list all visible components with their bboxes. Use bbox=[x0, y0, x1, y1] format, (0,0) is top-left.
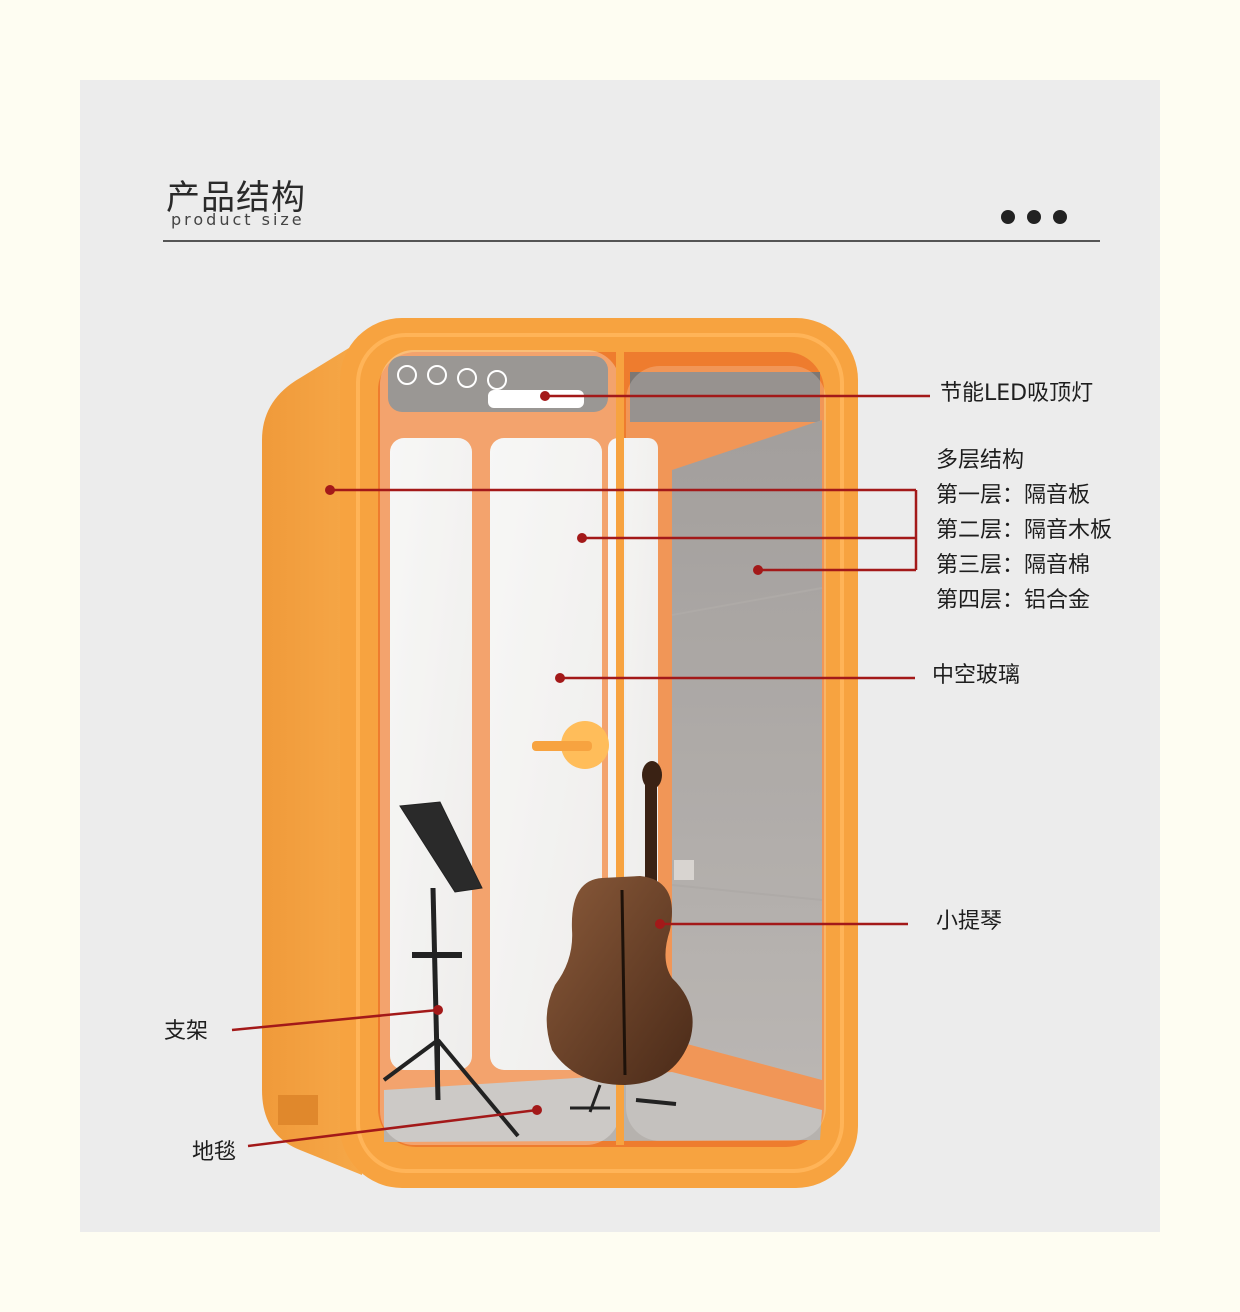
door-handle bbox=[532, 741, 592, 751]
label-carpet: 地毯 bbox=[192, 1142, 236, 1164]
label-layer-4: 第四层：铝合金 bbox=[936, 590, 1090, 612]
label-violin: 小提琴 bbox=[936, 911, 1002, 933]
label-layer-1: 第一层：隔音板 bbox=[936, 485, 1090, 507]
label-glass: 中空玻璃 bbox=[932, 665, 1020, 687]
label-structure-title: 多层结构 bbox=[936, 450, 1024, 472]
led-light bbox=[488, 390, 584, 408]
label-layer-2: 第二层：隔音木板 bbox=[936, 520, 1112, 542]
label-stand: 支架 bbox=[164, 1021, 208, 1043]
label-led-light: 节能LED吸顶灯 bbox=[940, 383, 1093, 405]
label-layer-3: 第三层：隔音棉 bbox=[936, 555, 1090, 577]
